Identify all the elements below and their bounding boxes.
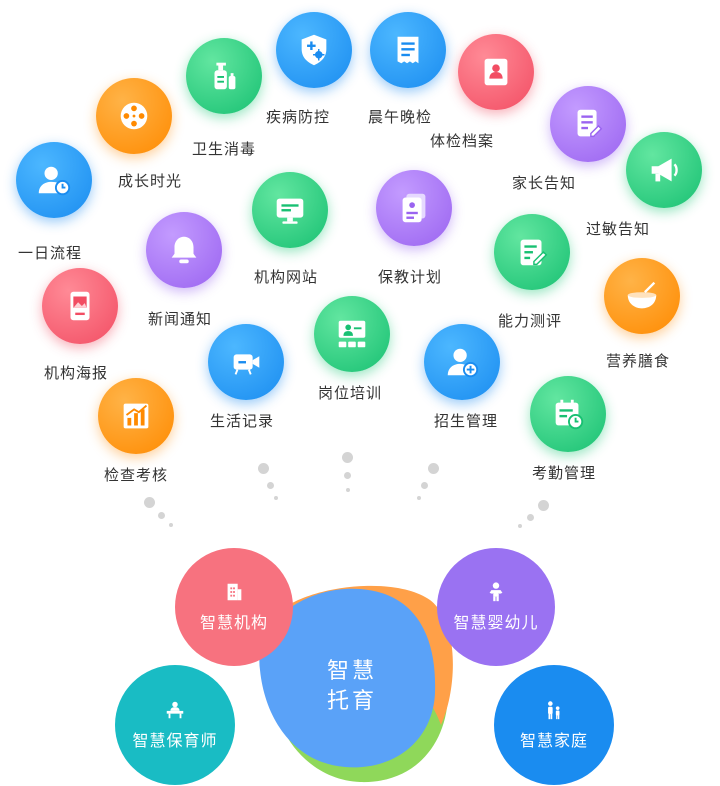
feature-zhaosheng-label: 招生管理	[434, 410, 498, 431]
feature-gangwei-circle[interactable]	[314, 296, 390, 372]
feature-nengli-circle[interactable]	[494, 214, 570, 290]
feature-yiri-circle[interactable]	[16, 142, 92, 218]
pillar-yingyou-label: 智慧婴幼儿	[453, 609, 538, 633]
feature-jibing-circle[interactable]	[276, 12, 352, 88]
user-clock-icon	[35, 161, 73, 199]
feature-yingyang-circle[interactable]	[604, 258, 680, 334]
food-bowl-icon	[623, 277, 661, 315]
decor-dot	[421, 482, 428, 489]
pillar-baoyu-label: 智慧保育师	[132, 727, 217, 751]
decor-dot	[428, 463, 439, 474]
feature-jiazhang-label: 家长告知	[512, 172, 576, 193]
feature-zhaosheng-circle[interactable]	[424, 324, 500, 400]
feature-xinwen-label: 新闻通知	[148, 308, 212, 329]
calendar-clock-icon	[549, 395, 587, 433]
decor-dot	[342, 452, 353, 463]
shield-virus-icon	[295, 31, 333, 69]
film-reel-icon	[115, 97, 153, 135]
feature-haibao-label: 机构海报	[44, 362, 108, 383]
receipt-icon	[389, 31, 427, 69]
poster-icon	[61, 287, 99, 325]
feature-shenghuo-circle[interactable]	[208, 324, 284, 400]
bar-chart-icon	[117, 397, 155, 435]
decor-dot	[144, 497, 155, 508]
baby-icon	[485, 581, 507, 603]
decor-dot	[527, 514, 534, 521]
feature-kaoqin-circle[interactable]	[530, 376, 606, 452]
document-edit-icon	[569, 105, 607, 143]
feature-nengli-label: 能力测评	[498, 310, 562, 331]
megaphone-icon	[645, 151, 683, 189]
decor-dot	[417, 496, 421, 500]
decor-dot	[538, 500, 549, 511]
feature-weisheng-label: 卫生消毒	[192, 138, 256, 159]
feature-chengzhang-label: 成长时光	[118, 170, 182, 191]
bell-icon	[165, 231, 203, 269]
video-camera-icon	[227, 343, 265, 381]
decor-dot	[518, 524, 522, 528]
feature-shenghuo-label: 生活记录	[210, 410, 274, 431]
feature-gangwei-label: 岗位培训	[318, 382, 382, 403]
clipboard-pen-icon	[513, 233, 551, 271]
training-board-icon	[333, 315, 371, 353]
plan-document-icon	[395, 189, 433, 227]
feature-chenwu-circle[interactable]	[370, 12, 446, 88]
decor-dot	[274, 496, 278, 500]
pillar-jigou[interactable]: 智慧机构	[175, 548, 293, 666]
feature-baojiao-circle[interactable]	[376, 170, 452, 246]
decor-dot	[344, 472, 351, 479]
center-title-line1: 智慧	[310, 657, 394, 687]
feature-haibao-circle[interactable]	[42, 268, 118, 344]
pillar-baoyu[interactable]: 智慧保育师	[115, 665, 235, 785]
sanitizer-icon	[205, 57, 243, 95]
decor-dot	[158, 512, 165, 519]
feature-tijian-circle[interactable]	[458, 34, 534, 110]
feature-chenwu-label: 晨午晚检	[368, 106, 432, 127]
feature-tijian-label: 体检档案	[430, 130, 494, 151]
feature-baojiao-label: 保教计划	[378, 266, 442, 287]
monitor-icon	[271, 191, 309, 229]
feature-jiancha-label: 检查考核	[104, 464, 168, 485]
pillar-jiating-label: 智慧家庭	[520, 727, 588, 751]
family-icon	[543, 699, 565, 721]
pillar-jigou-label: 智慧机构	[200, 609, 268, 633]
center-title-line2: 托育	[310, 687, 394, 717]
decor-dot	[267, 482, 274, 489]
decor-dot	[258, 463, 269, 474]
feature-weisheng-circle[interactable]	[186, 38, 262, 114]
feature-jibing-label: 疾病防控	[266, 106, 330, 127]
feature-xinwen-circle[interactable]	[146, 212, 222, 288]
feature-kaoqin-label: 考勤管理	[532, 462, 596, 483]
feature-guomin-circle[interactable]	[626, 132, 702, 208]
pillar-jiating[interactable]: 智慧家庭	[494, 665, 614, 785]
feature-jiancha-circle[interactable]	[98, 378, 174, 454]
feature-yiri-label: 一日流程	[18, 242, 82, 263]
feature-jiazhang-circle[interactable]	[550, 86, 626, 162]
center-title: 智慧 托育	[310, 657, 394, 717]
user-add-icon	[443, 343, 481, 381]
feature-jigouwang-label: 机构网站	[254, 266, 318, 287]
pillar-yingyou[interactable]: 智慧婴幼儿	[437, 548, 555, 666]
profile-card-icon	[477, 53, 515, 91]
feature-chengzhang-circle[interactable]	[96, 78, 172, 154]
decor-dot	[169, 523, 173, 527]
feature-jigouwang-circle[interactable]	[252, 172, 328, 248]
feature-yingyang-label: 营养膳食	[606, 350, 670, 371]
building-icon	[223, 581, 245, 603]
feature-guomin-label: 过敏告知	[586, 218, 650, 239]
teacher-desk-icon	[164, 699, 186, 721]
decor-dot	[346, 488, 350, 492]
